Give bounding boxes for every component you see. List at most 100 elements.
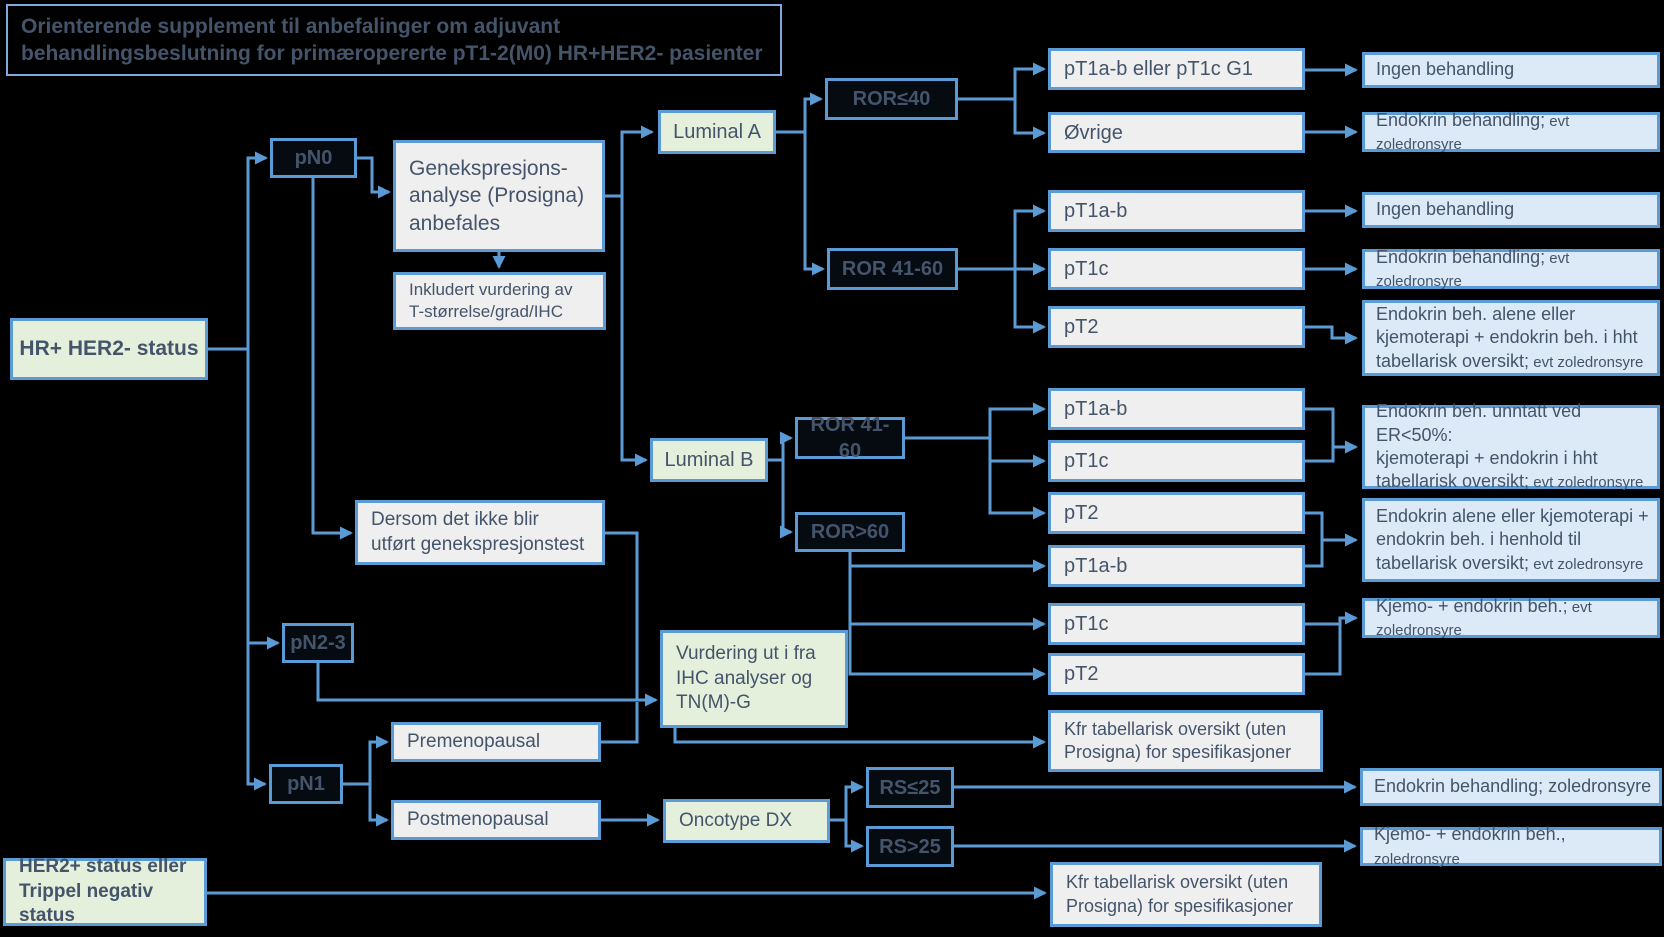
node-rs-le25: RS≤25 [866,767,954,808]
node-label-small: evt zoledronsyre [1529,555,1644,573]
node-pn1: pN1 [269,764,343,804]
edge-hr-to-pn23 [246,349,280,650]
edge-oncotype-rsle25 [830,780,864,822]
node-label: Inkludert vurdering av T-størrelse/grad/… [409,279,573,321]
node-out-er50: Endokrin beh. unntatt ved ER<50%: kjemot… [1362,401,1660,491]
edge-la-ror40 [776,92,823,134]
edge-hr-to-pn1 [246,643,267,791]
node-label: Endokrin beh. unntatt ved ER<50%: kjemot… [1376,401,1644,492]
node-label-small: evt zoledronsyre [1376,112,1570,153]
edge-ror4160a-pt1ab [958,204,1046,271]
node-ovrige: Øvrige [1048,112,1305,153]
node-premeno: Premenopausal [391,722,601,762]
node-her2-status: HER2+ status eller Trippel negativ statu… [3,855,207,927]
node-ror-4160-b: ROR 41-60 [795,414,905,462]
node-label: Ingen behandling [1376,199,1515,220]
node-out-endo1: Endokrin behandling; evt zoledronsyre [1362,110,1660,153]
node-ror-4160-a: ROR 41-60 [827,248,958,290]
node-label: pT2 [1064,502,1099,524]
node-label-small: zoledronsyre [1374,850,1460,868]
node-label: ROR>60 [810,521,890,543]
node-rs-gt25: RS>25 [866,826,954,867]
node-label: Endokrin behandling; evt zoledronsyre [1376,246,1570,290]
edge-pt2b1-out [1305,511,1358,547]
node-label-small: evt zoledronsyre [1529,474,1644,492]
node-label: pT1c [1064,613,1109,635]
node-label: Kfr tabellarisk oversikt (uten Prosigna)… [1064,718,1292,762]
edge-ror60-pt2 [848,624,1046,681]
node-label: Luminal B [664,449,754,471]
node-pt2-a: pT2 [1048,306,1305,348]
node-pt1ab-b1: pT1a-b [1048,388,1305,430]
node-pt1ab-g1: pT1a-b eller pT1c G1 [1048,48,1305,90]
node-label: Kfr tabellarisk oversikt (uten Prosigna)… [1066,872,1294,916]
node-label: pT1c [1064,450,1109,472]
node-label: Kjemo- + endokrin beh.; evt zoledronsyre [1376,595,1592,639]
node-pt1ab-b2: pT1a-b [1048,545,1305,587]
node-label: Kjemo- + endokrin beh., zoledronsyre [1374,824,1566,868]
node-kfr2: Kfr tabellarisk oversikt (uten Prosigna)… [1050,862,1322,927]
edge-ror4160b-pt1ab [905,402,1046,440]
node-out-kjemo-zol: Kjemo- + endokrin beh., zoledronsyre [1360,824,1662,868]
node-out-ingen1: Ingen behandling [1362,52,1660,88]
edge-hr-to-pn0 [208,151,268,351]
edge-dersom-vurdering [605,531,658,707]
node-label: Ingen behandling [1376,59,1515,80]
node-pt1c-b1: pT1c [1048,440,1305,482]
edge-la-ror4160 [803,132,825,276]
node-label: Luminal A [673,121,761,143]
edge-ror40-ovrige [1013,99,1046,140]
node-oncotype: Oncotype DX [663,799,830,843]
node-pt2-b1: pT2 [1048,492,1305,534]
node-pt1c-a: pT1c [1048,248,1305,290]
node-label: Oncotype DX [679,809,792,831]
node-label: pN0 [294,147,333,169]
diagram-title: Orienterende supplement til anbefalinger… [6,4,782,76]
edge-ror40-ptg1 [958,62,1046,101]
node-out-endo2: Endokrin behandling; evt zoledronsyre [1362,247,1660,290]
node-kfr1: Kfr tabellarisk oversikt (uten Prosigna)… [1048,710,1323,772]
node-label: ROR 41-60 [810,414,890,462]
edge-pt2b2-merge [1305,620,1342,676]
edge-pt1abb2-merge [1305,541,1324,568]
node-label: Øvrige [1064,121,1123,144]
node-label: Vurdering ut i fra IHC analyser og TN(M)… [676,642,816,714]
node-label-small: evt zoledronsyre [1376,598,1592,639]
edge-ror60-pt1c [848,566,1046,631]
node-postmeno: Postmenopausal [391,800,601,840]
node-luminal-b: Luminal B [650,438,768,482]
node-label: RS≤25 [879,776,941,799]
node-out-endo-zol: Endokrin behandling; zoledronsyre [1360,768,1662,806]
node-label: Postmenopausal [407,808,549,830]
node-label: pT1a-b eller pT1c G1 [1064,58,1253,80]
node-pn0: pN0 [270,138,357,178]
node-label: Genekspresjons- analyse (Prosigna) anbef… [409,157,585,235]
node-label-small: evt zoledronsyre [1529,353,1644,371]
edge-ror4160b-pt2 [988,461,1046,520]
node-label: pN1 [287,773,325,795]
edge-lb-ror60 [779,460,793,539]
edge-pn0-dersom [311,178,353,540]
node-out-kjemo1: Kjemo- + endokrin beh.; evt zoledronsyre [1362,596,1660,639]
edge-pn1-premeno [343,735,389,786]
edge-ror4160b-pt1c [988,438,1046,468]
node-ror-le40: ROR≤40 [825,78,958,120]
node-label: Endokrin beh. alene eller kjemoterapi + … [1376,303,1644,371]
node-label: Endokrin alene eller kjemoterapi + endok… [1376,505,1649,573]
node-pt2-b2: pT2 [1048,653,1305,695]
node-label: pT1a-b [1064,555,1128,577]
node-out-endo-henhold: Endokrin alene eller kjemoterapi + endok… [1362,498,1660,582]
node-pt1c-b2: pT1c [1048,603,1305,645]
edge-pn0-geneksp [357,156,391,199]
edge-pt1abb1-out [1305,407,1358,454]
edge-geneksp-luminalb [620,196,648,467]
edge-ror60-pt1ab [848,552,1046,573]
node-label: HER2+ status eller Trippel negativ statu… [19,855,187,927]
node-label: ROR≤40 [852,88,931,110]
node-vurdering: Vurdering ut i fra IHC analyser og TN(M)… [660,630,848,728]
edge-pt1cb2-out [1305,611,1358,626]
edge-vurdering-kfr1 [673,728,1046,749]
node-label: pT1a-b [1064,398,1128,420]
